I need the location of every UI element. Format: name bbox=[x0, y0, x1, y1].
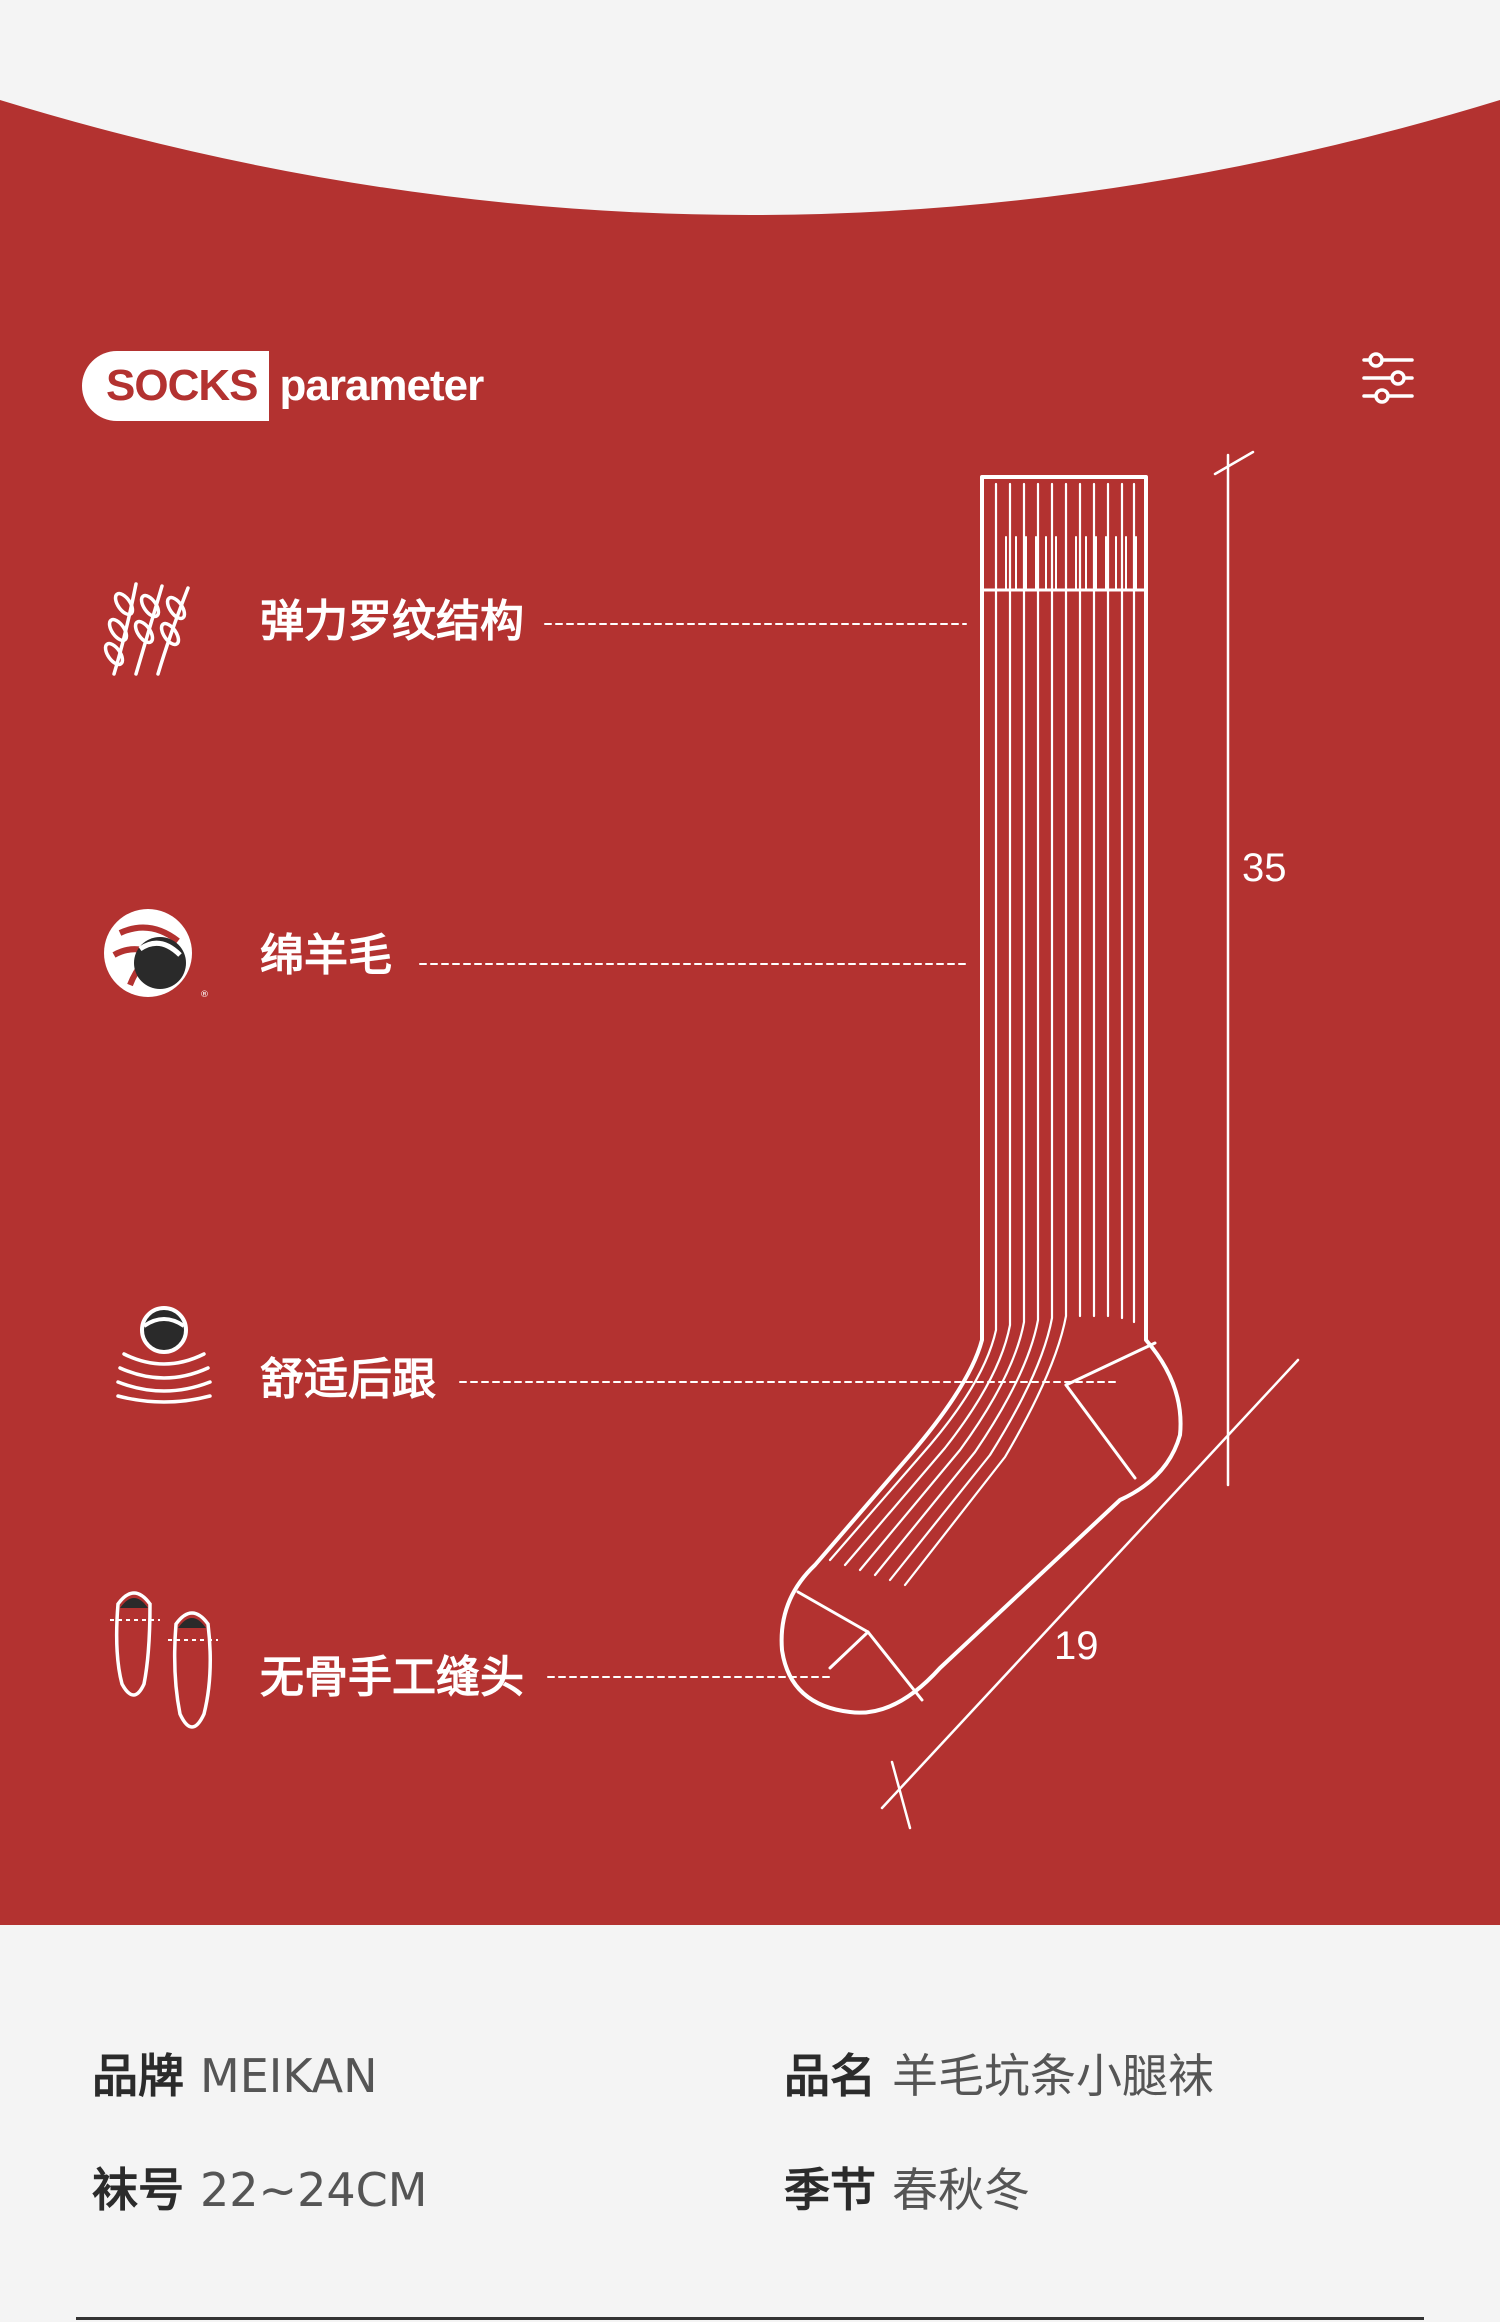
footprints-icon bbox=[110, 1591, 218, 1729]
feature-label-wool: 绵羊毛 bbox=[260, 930, 392, 981]
param-value: 羊毛坑条小腿袜 bbox=[892, 2049, 1214, 2103]
height-dimension-label: 35 bbox=[1242, 846, 1287, 890]
param-key: 品名 bbox=[784, 2049, 876, 2103]
param-brand: 品牌 MEIKAN bbox=[92, 2046, 378, 2106]
param-product-name: 品名羊毛坑条小腿袜 bbox=[784, 2046, 1214, 2106]
svg-text:®: ® bbox=[200, 990, 209, 1000]
param-size: 袜号 22~24CM bbox=[92, 2160, 427, 2220]
param-key: 季节 bbox=[784, 2163, 876, 2217]
length-dimension-line bbox=[880, 1358, 1300, 1810]
param-value: MEIKAN bbox=[200, 2049, 378, 2103]
heading-text: parameter bbox=[279, 361, 484, 410]
param-value: 22~24CM bbox=[200, 2163, 428, 2217]
cushion-heel-icon bbox=[116, 1306, 212, 1404]
heading-badge: SOCKS bbox=[82, 351, 270, 421]
wheat-icon bbox=[103, 582, 190, 676]
param-value: 春秋冬 bbox=[892, 2163, 1030, 2217]
length-dimension-label: 19 bbox=[1054, 1624, 1099, 1668]
wool-ball-icon: ® bbox=[104, 909, 209, 1000]
sliders-icon[interactable] bbox=[1360, 350, 1416, 406]
param-key: 袜号 bbox=[92, 2163, 184, 2217]
sock-diagram bbox=[419, 450, 1300, 1830]
sock-outline bbox=[779, 475, 1183, 1715]
feature-label-toe: 无骨手工缝头 bbox=[260, 1652, 524, 1703]
param-season: 季节春秋冬 bbox=[784, 2160, 1030, 2220]
feature-label-heel: 舒适后跟 bbox=[260, 1354, 436, 1405]
bottom-divider bbox=[76, 2317, 1424, 2320]
parameter-panel bbox=[0, 0, 1500, 1925]
feature-label-rib: 弹力罗纹结构 bbox=[260, 596, 524, 647]
top-curve-decoration bbox=[0, 0, 1500, 215]
param-key: 品牌 bbox=[92, 2049, 184, 2103]
section-heading: SOCKS parameter bbox=[82, 350, 484, 422]
